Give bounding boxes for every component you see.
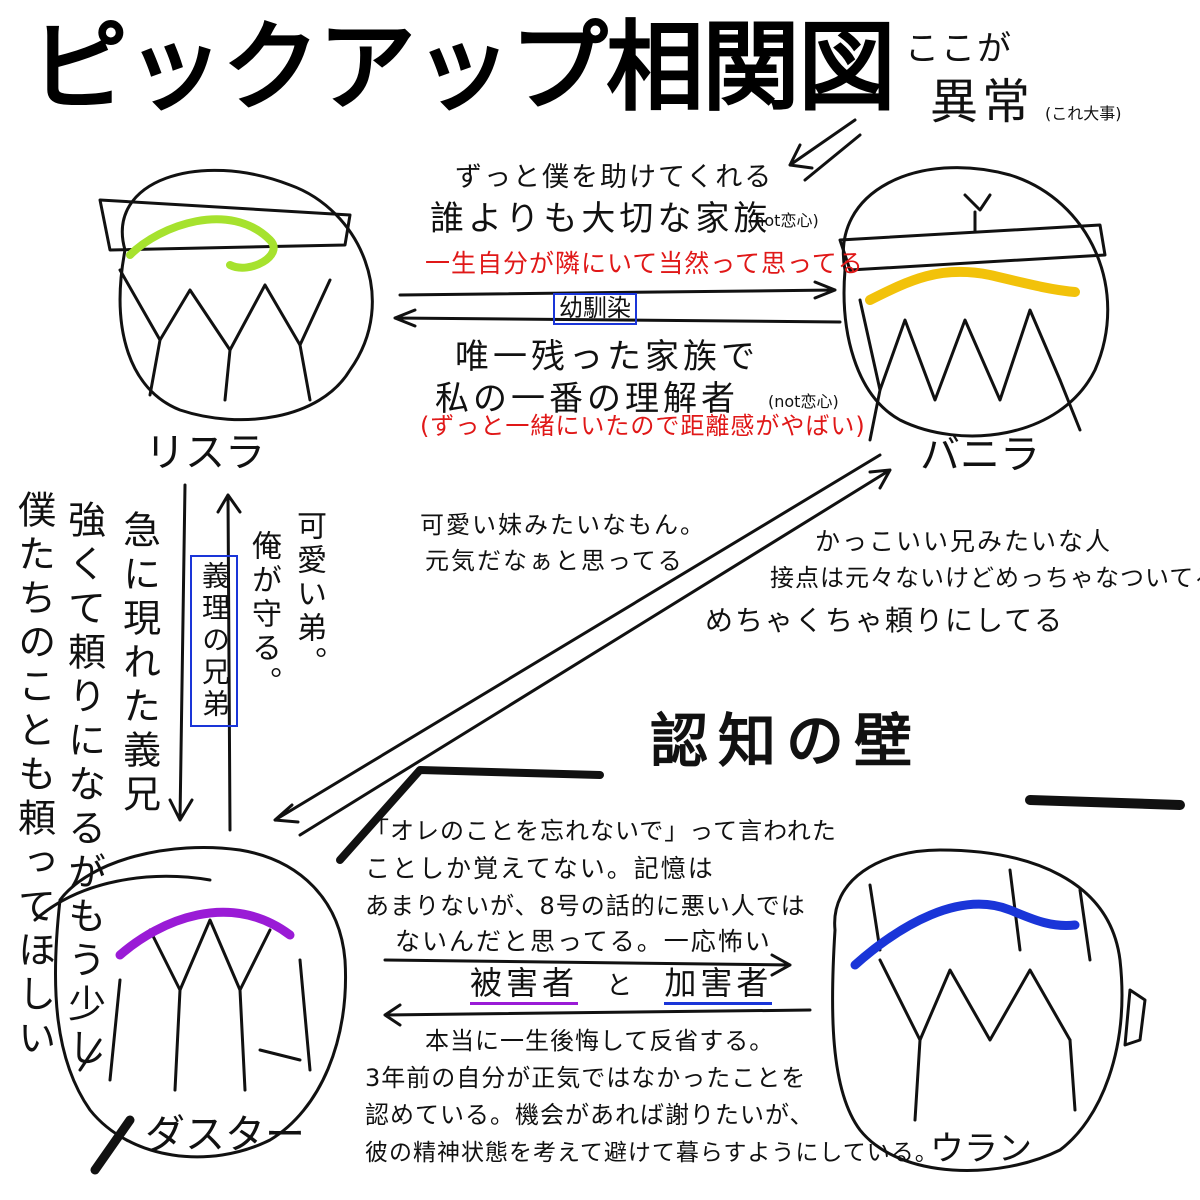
dasuta-eye-stroke	[115, 907, 295, 960]
banira-portrait	[838, 166, 1110, 442]
relation-victim: 被害者	[470, 964, 579, 1005]
uran-to-dasuta-line3: あまりないが、8号の話的に悪い人では	[365, 892, 806, 920]
banira-to-risura-line2: 私の一番の理解者	[435, 379, 739, 419]
relation-perpetrator: 加害者	[664, 964, 773, 1005]
risura-to-dasuta-col-1: 僕たちのことも頼ってほしい	[11, 490, 56, 1062]
character-name-banira: バニラ	[920, 432, 1040, 478]
arrow-banira-to-risura	[393, 308, 842, 328]
banira-to-dasuta-line1: かっこいい兄みたいな人	[815, 527, 1113, 556]
dasuta-to-banira-line1: 可愛い妹みたいなもん。	[420, 511, 706, 539]
arrow-dasuta-to-banira	[298, 468, 892, 837]
character-name-dasuta: ダスター	[145, 1112, 305, 1158]
anomaly-note-line2: 異常	[930, 74, 1035, 130]
banira-to-dasuta-line2: 接点は元々ないけどめっちゃなついてる	[770, 564, 1200, 592]
risura-portrait	[98, 168, 374, 422]
dasuta-portrait	[33, 846, 348, 1159]
risura-to-banira-line3: 一生自分が隣にいて当然って思ってる	[425, 249, 864, 278]
anomaly-note-line1: ここが	[905, 29, 1013, 69]
dasuta-to-uran-line3: 認めている。機会があれば謝りたいが、	[365, 1101, 815, 1129]
banira-eye-stroke	[865, 266, 1080, 305]
relation-and: と	[606, 971, 637, 1001]
risura-eye-stroke	[126, 215, 278, 272]
banira-to-risura-line3: (ずっと一緒にいたので距離感がやばい)	[420, 412, 866, 440]
anomaly-arrow-icon	[788, 118, 862, 182]
dasuta-to-uran-line2: 3年前の自分が正気ではなかったことを	[365, 1064, 807, 1092]
uran-to-dasuta-line2: ことしか覚えてない。記憶は	[365, 854, 715, 883]
character-name-risura: リスラ	[145, 430, 265, 476]
risura-to-banira-line2: 誰よりも大切な家族	[430, 199, 772, 239]
arrow-risura-to-dasuta	[168, 483, 194, 822]
banira-to-risura-line2-note: (not恋心)	[768, 392, 839, 411]
dasuta-to-uran-line1: 本当に一生後悔して反省する。	[425, 1027, 775, 1055]
dasuta-to-risura-col-1: 俺が守る。	[246, 530, 281, 700]
arrow-dasuta-to-risura	[216, 493, 242, 832]
banira-to-risura-line1: 唯一残った家族で	[455, 337, 759, 377]
arrow-risura-to-banira	[398, 280, 837, 300]
uran-eye-stroke	[850, 899, 1080, 970]
banira-to-dasuta-line3: めちゃくちゃ頼りにしてる	[705, 604, 1065, 637]
risura-to-banira-line2-note: (not恋心)	[748, 211, 819, 230]
recognition-wall	[336, 766, 604, 864]
relation-label-childhood-friends: 幼馴染	[553, 293, 637, 325]
uran-to-dasuta-line1: 「オレのことを忘れないで」って言われた	[365, 817, 837, 845]
anomaly-note-paren: (これ大事)	[1045, 104, 1122, 123]
uran-portrait	[831, 848, 1147, 1172]
dasuta-to-banira-line2: 元気だなぁと思ってる	[425, 547, 684, 575]
arrow-dasuta-to-uran	[383, 953, 792, 977]
relation-label-step-brothers: 義理の兄弟	[190, 555, 238, 727]
uran-to-dasuta-line4: ないんだと思ってる。一応怖い	[395, 927, 772, 956]
dasuta-to-uran-line4: 彼の精神状態を考えて避けて暮らすようにしている。	[365, 1140, 939, 1166]
recognition-wall-label: 認知の壁	[650, 707, 923, 775]
dasuta-to-risura-col-2: 可愛い弟。	[291, 510, 326, 680]
relation-label-victim-row: 被害者 と 加害者	[470, 964, 773, 1005]
risura-to-banira-line1: ずっと僕を助けてくれる	[455, 162, 774, 193]
risura-to-dasuta-col-2: 強くて頼りになるがもう少し	[61, 500, 106, 1072]
character-name-uran: ウラン	[930, 1129, 1032, 1169]
page-title: ピックアップ相関図	[30, 11, 896, 125]
risura-to-dasuta-col-3: 急に現れた義兄	[116, 510, 161, 818]
arrow-uran-to-dasuta	[383, 1003, 812, 1027]
arrow-banira-to-dasuta	[273, 453, 882, 824]
